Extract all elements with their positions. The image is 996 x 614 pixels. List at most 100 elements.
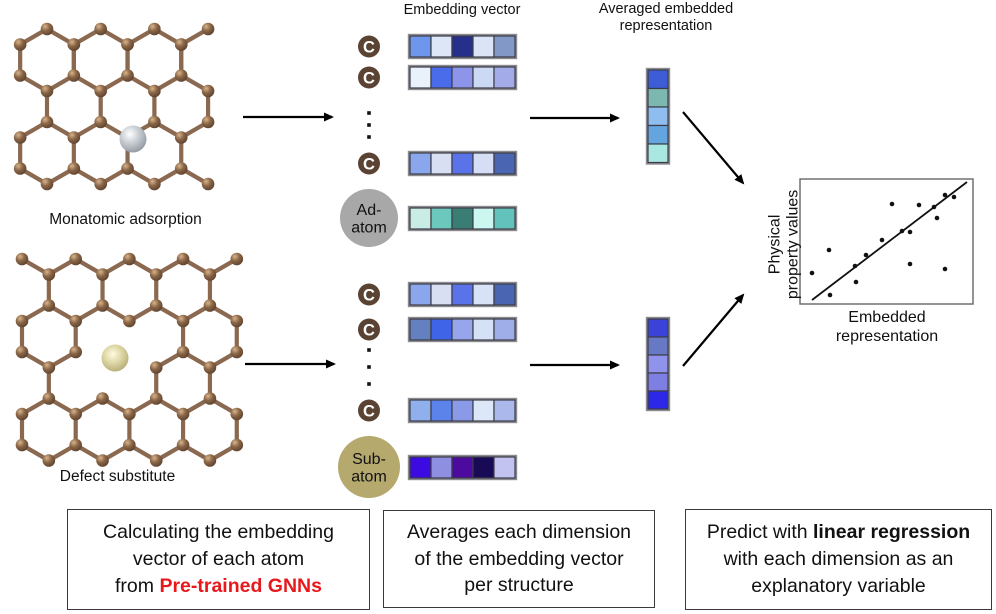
carbon-atom [123,438,136,452]
vector-cell [451,35,474,58]
data-point [907,261,913,267]
carbon-atom [94,177,107,191]
carbon-atom [15,438,29,452]
carbon-atom [13,69,27,82]
carbon-atom [148,22,161,36]
strip-frame [407,316,518,343]
step-text-segment: with each dimension as an [723,548,954,571]
step-text-line: Calculating the embedding [103,519,334,546]
adatom-icon [340,189,398,247]
averaged-column-2 [645,316,671,412]
carbon-atom [203,268,217,281]
ellipsis-dot [367,123,371,127]
vector-cell [451,207,474,230]
data-point [942,192,948,198]
vector-cell [472,207,495,230]
strip-frame [645,316,671,412]
adatom-label-line1: Ad- [357,202,382,219]
ellipsis-dot [367,382,371,386]
carbon-atom [42,392,56,405]
embedding-vector-strip [407,397,518,424]
data-point [899,228,905,234]
carbon-atom [96,268,109,281]
ellipsis-dot [367,348,371,352]
vector-cell [493,35,516,58]
carbon-atom [13,131,27,144]
carbon-atom [148,177,161,191]
step-text-segment: explanatory variable [751,574,926,597]
lattice-monatomic-adsorption [13,22,215,191]
scatter-plot [799,178,974,305]
vector-cell [451,66,474,89]
subatom-label-line1: Sub- [352,451,386,468]
carbon-atom [13,38,27,51]
data-point [934,215,940,221]
carbon-atom [96,299,109,312]
vector-cell [472,283,495,306]
vector-cell [647,390,669,410]
carbon-atom [69,252,82,266]
vector-cell [647,87,669,108]
carbon-atom-icon [358,283,380,306]
carbon-atom [42,268,56,281]
step-text-segment: Pre-trained GNNs [159,574,322,597]
data-point [809,270,815,276]
embedding-vector-strip [407,150,518,177]
data-point [826,247,832,253]
subatom-label-line2: atom [351,469,387,486]
vector-cell [472,399,495,422]
vector-cell [647,372,669,392]
carbon-atom-symbol: C [363,321,375,339]
carbon-atom [42,361,56,374]
carbon-atom [174,131,188,144]
vector-cell [493,456,516,479]
strip-frame [407,150,518,177]
carbon-atom [203,392,217,405]
carbon-atom-icon [358,35,380,58]
carbon-atom [69,314,82,328]
embedding-vector-strip [407,205,518,232]
vector-cell [472,35,495,58]
step-text-segment: from [115,574,160,597]
ellipsis-dot [367,365,371,369]
averaged-header-line2: representation [619,18,713,35]
data-point [863,252,869,258]
carbon-atom [201,115,215,129]
carbon-atom [230,252,244,266]
strip-frame [407,454,518,481]
embedding-vector-strip [407,64,518,91]
vector-cell [430,207,453,230]
carbon-atom [176,438,190,452]
carbon-atom [149,392,163,405]
strip-frame [407,64,518,91]
carbon-atom [174,162,188,175]
carbon-atom [176,314,190,328]
carbon-atom-icon [358,152,380,175]
carbon-atom [67,38,81,51]
vector-cell [430,318,453,341]
carbon-atom [149,454,163,467]
embedding-vector-strip [407,33,518,60]
carbon-atom [230,438,244,452]
step-text-segment: Predict with [706,521,814,544]
step-text-line: Averages each dimension [407,519,631,546]
step-text-segment: per structure [464,574,574,597]
flow-arrows [243,111,745,370]
averaged-column-1 [645,67,671,165]
data-point [889,201,895,207]
carbon-atom [176,252,190,266]
vector-cell [647,336,669,356]
carbon-atom [123,407,136,421]
vector-cell [472,66,495,89]
vector-cell [430,283,453,306]
vector-cell [493,207,516,230]
carbon-atom [201,177,215,191]
vector-cell [409,456,432,479]
plot-y-axis-label: Physical property values [767,165,804,323]
carbon-atom [40,22,54,36]
embedding-vector-strip [407,281,518,308]
embedding-vector-strip [407,454,518,481]
vector-cell [409,399,432,422]
